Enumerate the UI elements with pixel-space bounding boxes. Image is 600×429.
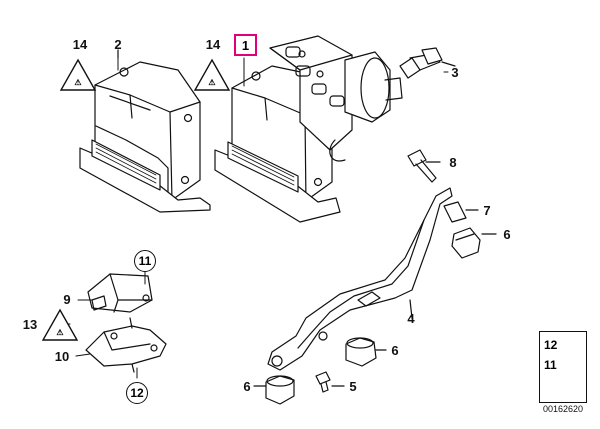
callout-4: 4 [407, 311, 415, 326]
callout-12: 12 [126, 382, 148, 404]
grommet-part-6-top [451, 227, 497, 259]
callout-13: 13 [22, 317, 38, 332]
callout-6a: 6 [503, 227, 511, 242]
callout-6c: 6 [243, 379, 251, 394]
callout-10: 10 [54, 349, 70, 364]
control-unit-part-2 [79, 49, 211, 213]
sensor-bracket-part-10 [85, 317, 167, 373]
callout-1-highlighted: 1 [234, 34, 257, 56]
esd-warning-icon: ⚠ [41, 308, 79, 341]
grommet-part-6-right [345, 337, 387, 367]
screw-part-5 [315, 371, 345, 393]
callout-7: 7 [483, 203, 491, 218]
svg-text:⚠: ⚠ [74, 78, 81, 87]
legend-12: 12 [544, 338, 558, 352]
callout-14b: 14 [205, 37, 221, 52]
callout-8: 8 [449, 155, 457, 170]
grommet-part-6-left [253, 375, 295, 405]
callout-2: 2 [114, 37, 122, 52]
yaw-sensor-part-9 [87, 273, 153, 313]
callout-9: 9 [63, 292, 71, 307]
callout-5: 5 [349, 379, 357, 394]
svg-text:⚠: ⚠ [56, 328, 63, 337]
esd-warning-icon: ⚠ [59, 58, 97, 91]
pressure-sensor-part-3 [399, 47, 456, 79]
bolt-part-8 [407, 149, 441, 183]
callout-6b: 6 [391, 343, 399, 358]
esd-warning-icon: ⚠ [193, 58, 231, 91]
callout-14a: 14 [72, 37, 88, 52]
document-id: 00162620 [543, 404, 584, 414]
hydraulic-unit-part-1 [214, 35, 403, 223]
bushing-part-7 [443, 201, 479, 223]
callout-3: 3 [451, 65, 459, 80]
legend-11: 11 [544, 358, 557, 372]
bracket-part-4 [267, 187, 453, 371]
callout-11: 11 [134, 250, 156, 272]
legend-box: 12 11 [539, 331, 587, 403]
svg-text:⚠: ⚠ [208, 78, 215, 87]
